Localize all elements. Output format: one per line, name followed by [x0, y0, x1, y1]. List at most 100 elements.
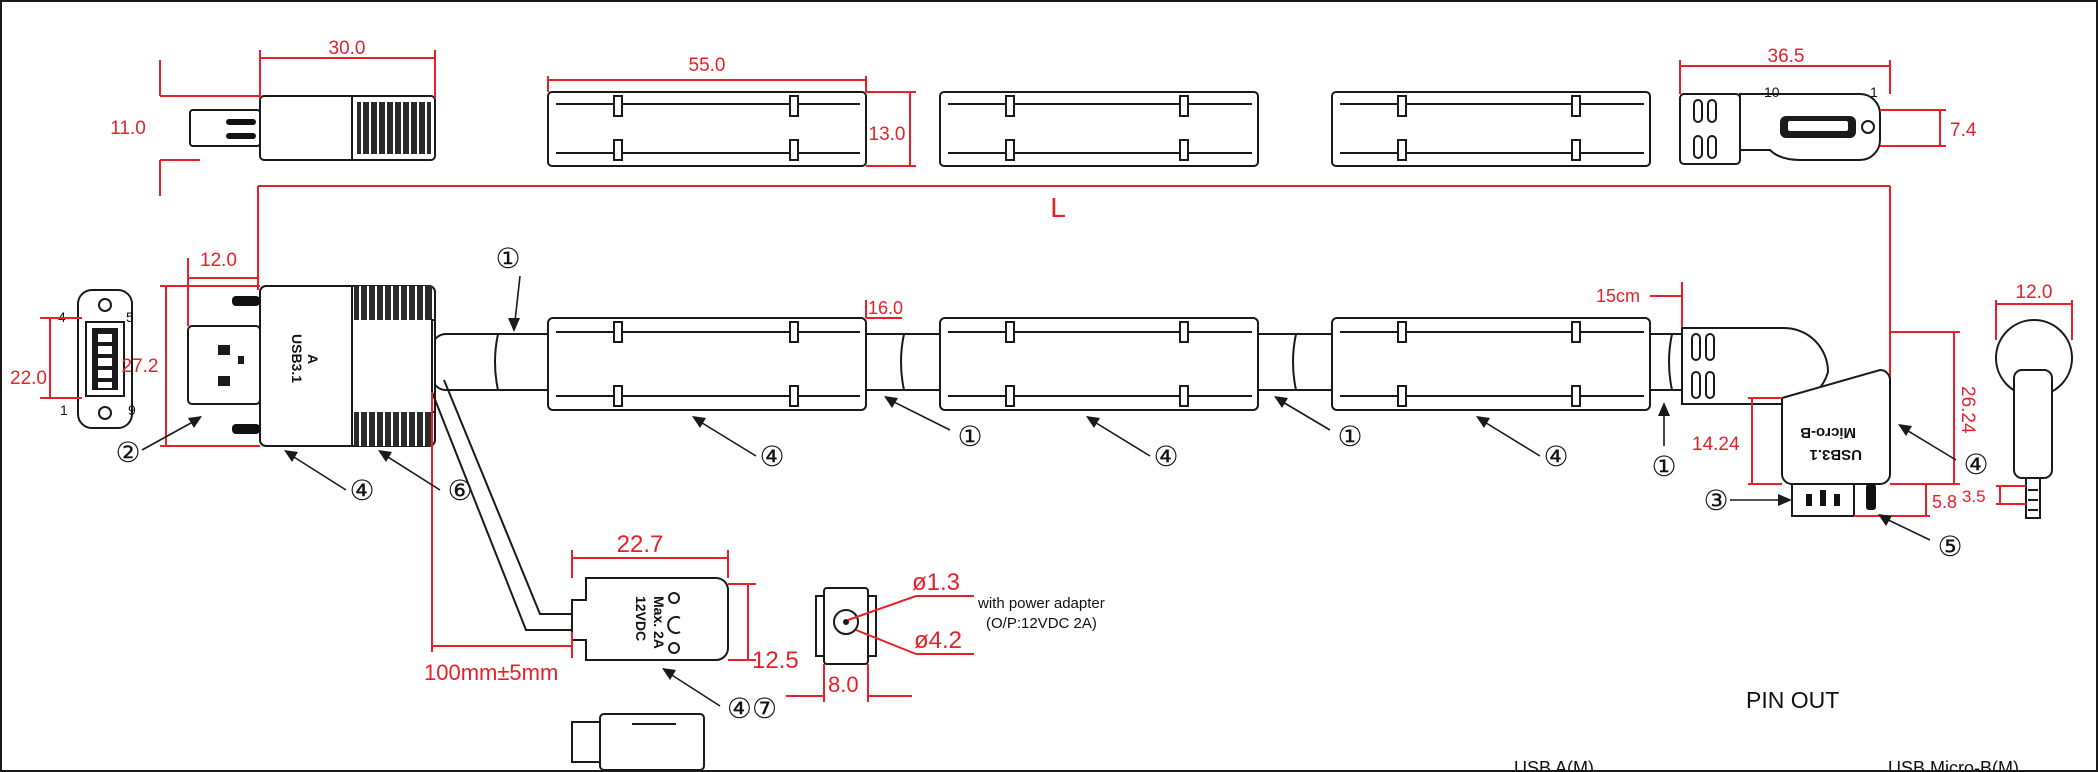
callout-1-gap-2-label: ①: [1337, 421, 1362, 452]
dim-jack-inner: ø1.3: [847, 569, 974, 621]
dim-jack-inner-label: ø1.3: [912, 569, 960, 596]
cable-ferrite-3: [1331, 317, 1651, 411]
callout-4-micro: ④: [1898, 424, 1989, 480]
callout-4-ferrite-2-label: ④: [1153, 441, 1178, 472]
callout-4-ferrite-2: ④: [1086, 416, 1179, 472]
usb-a-plug-side-view: USB3.1 A: [187, 285, 436, 447]
callout-4-ferrite-3-label: ④: [1543, 441, 1568, 472]
dim-usb-face-height: 22.0: [10, 317, 82, 399]
micro-b-housing-mark: USB3.1: [1809, 446, 1862, 463]
dim-plug-tip-label: 12.0: [200, 250, 237, 271]
dim-jack-outer-label: ø4.2: [914, 627, 962, 654]
cable-break-marks: [494, 333, 1673, 391]
pin-out-title: PIN OUT: [1746, 687, 1839, 713]
pin-1-label: 1: [60, 402, 68, 418]
pin-9-label: 9: [128, 402, 136, 418]
micro-pin-1-label: 1: [1870, 84, 1878, 100]
callout-5-label: ⑤: [1937, 531, 1962, 562]
callout-4-plug-left-label: ④: [349, 475, 374, 506]
callout-1-top-label: ①: [495, 243, 520, 274]
adapter-note-line-1: with power adapter: [977, 595, 1105, 612]
dim-side-width-label: 12.0: [2016, 282, 2053, 303]
dim-top-plug-length-label: 30.0: [329, 38, 366, 59]
dim-top-plug-length: 30.0: [259, 38, 436, 98]
dc-plug: 12VDC Max. 2A: [571, 577, 729, 661]
dim-ferrite-gap: 16.0: [865, 298, 903, 319]
dc-jack-face-view: [815, 587, 877, 665]
micro-b-end-view: [1995, 319, 2073, 519]
dim-jack-width: 8.0: [796, 664, 912, 702]
callout-4-ferrite-1-label: ④: [759, 441, 784, 472]
dim-dc-length: 22.7: [571, 531, 729, 578]
top-ferrite-3: [1331, 91, 1651, 167]
dim-plug-tip: 12.0: [187, 250, 258, 326]
table-header-usb-a: USB A(M): [1514, 758, 1594, 772]
micro-b-plug-side-view: Micro-B USB3.1: [1681, 327, 1891, 517]
dim-end-offset: 15cm: [1596, 282, 1683, 330]
callout-4-7: ④⑦: [662, 668, 800, 724]
dim-dc-height: 12.5: [728, 583, 799, 674]
dim-ferrite-length: 55.0: [547, 55, 867, 92]
callout-3-label: ③: [1703, 485, 1728, 516]
callout-1-top: ①: [495, 243, 521, 332]
dc-branch-cable: [431, 379, 576, 631]
dim-overall-length-label: L: [1050, 192, 1066, 223]
dim-dc-height-label: 12.5: [752, 647, 799, 674]
dim-micro-mid-height-label: 14.24: [1692, 434, 1740, 455]
usb-a-housing-mark: USB3.1: [289, 334, 305, 383]
dim-micro-b-height-label: 7.4: [1950, 120, 1977, 141]
top-usb-a-plug-view: [189, 95, 436, 161]
dim-jack-outer: ø4.2: [855, 627, 974, 655]
callout-1-end-label: ①: [1651, 451, 1676, 482]
dim-ferrite-height: 13.0: [866, 91, 916, 167]
dim-end-offset-label: 15cm: [1596, 286, 1640, 306]
dim-micro-b-length-label: 36.5: [1768, 46, 1805, 67]
callout-1-gap-1-label: ①: [957, 421, 982, 452]
dim-top-plug-height-label: 11.0: [110, 118, 146, 139]
dim-dc-branch: 100mm±5mm: [424, 392, 573, 685]
top-ferrite-1: [547, 91, 867, 167]
dc-plug-text-2: Max. 2A: [651, 596, 667, 649]
dim-ferrite-length-label: 55.0: [689, 55, 726, 76]
callout-4-ferrite-1: ④: [692, 416, 785, 472]
dim-ferrite-gap-label: 16.0: [868, 298, 903, 318]
usb-a-housing-sub: A: [305, 354, 321, 364]
callout-4-7-label: ④⑦: [727, 693, 777, 724]
cable-ferrite-2: [939, 317, 1259, 411]
dim-micro-mid-height: 14.24: [1692, 397, 1782, 485]
callout-5: ⑤: [1878, 514, 1963, 562]
dim-dc-branch-label: 100mm±5mm: [424, 660, 558, 685]
dim-side-tip: 3.5: [1962, 485, 2026, 506]
pin-5-label: 5: [126, 309, 134, 325]
callout-4-micro-label: ④: [1963, 449, 1988, 480]
cable-ferrite-1: [547, 317, 867, 411]
dim-micro-b-height: 7.4: [1880, 109, 1977, 147]
adapter-note-line-2: (O/P:12VDC 2A): [986, 615, 1097, 632]
dim-jack-width-label: 8.0: [828, 672, 859, 697]
callout-2-label: ②: [115, 437, 140, 468]
callout-1-gap-1: ①: [884, 396, 983, 452]
callout-6: ⑥: [378, 450, 473, 506]
dim-overall-length: L: [257, 185, 1891, 400]
dim-plug-height: 27.2: [122, 285, 260, 447]
dc-plug-text-1: 12VDC: [633, 596, 649, 641]
dim-micro-end-height-label: 26.24: [1957, 386, 1978, 434]
callout-4-plug-left: ④: [284, 450, 375, 506]
top-ferrite-2: [939, 91, 1259, 167]
dim-micro-tip-height-label: 5.8: [1932, 492, 1957, 512]
callout-6-label: ⑥: [447, 475, 472, 506]
dim-usb-face-height-label: 22.0: [10, 368, 47, 389]
callout-1-end: ①: [1651, 402, 1677, 482]
micro-b-housing-sub: Micro-B: [1800, 424, 1856, 441]
dim-side-tip-label: 3.5: [1962, 487, 1986, 506]
micro-pin-10-label: 10: [1764, 84, 1780, 100]
callout-1-gap-2: ①: [1274, 396, 1363, 452]
callout-3: ③: [1703, 485, 1792, 516]
dc-plug-bottom-view: [571, 713, 705, 771]
callout-4-ferrite-3: ④: [1476, 416, 1569, 472]
dim-ferrite-height-label: 13.0: [869, 124, 906, 145]
top-micro-b-view: 10 1: [1679, 84, 1881, 165]
table-header-micro-b: USB Micro-B(M): [1888, 758, 2019, 772]
